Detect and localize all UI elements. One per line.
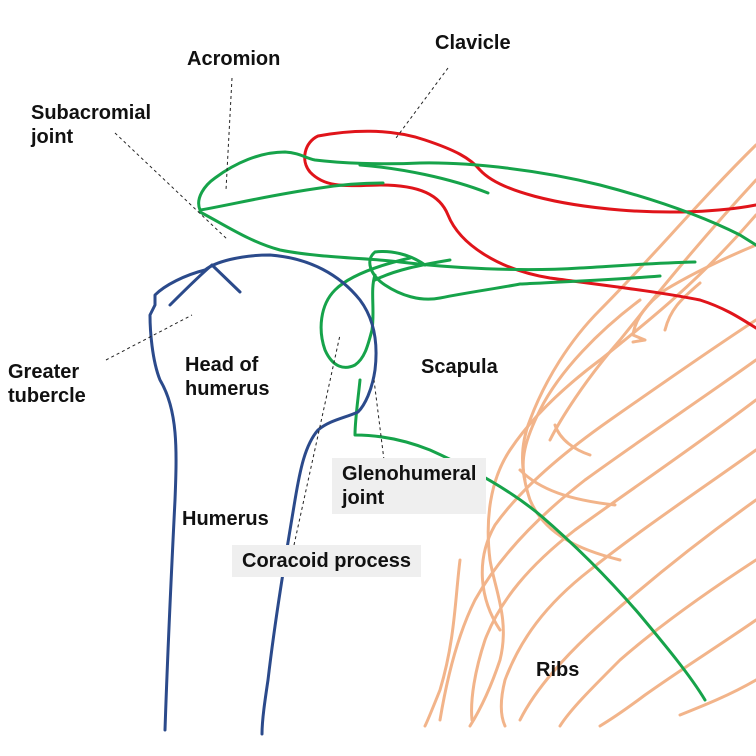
leader-subacromial xyxy=(114,132,229,241)
humerus-medial-shaft xyxy=(148,268,207,732)
rib-14 xyxy=(521,298,642,482)
humerus-group xyxy=(148,253,378,736)
label-head-line2: humerus xyxy=(185,378,270,400)
rib-15 xyxy=(553,423,592,457)
rib-11 xyxy=(558,558,756,728)
leader-lines xyxy=(105,67,449,546)
leader-clavicle xyxy=(395,67,449,139)
ribs-group xyxy=(423,143,756,728)
rib-13 xyxy=(678,678,756,717)
label-head-of-humerus: Head of humerus xyxy=(185,353,269,401)
scapula-body-line xyxy=(373,258,452,282)
label-glenohumeral-joint: Glenohumeral joint xyxy=(332,458,487,514)
label-scapula: Scapula xyxy=(421,356,498,378)
rib-1 xyxy=(521,143,756,562)
label-glenohumeral-line2: joint xyxy=(342,487,385,509)
acromion-lower xyxy=(198,181,385,212)
label-humerus: Humerus xyxy=(182,508,269,530)
rib-6 xyxy=(480,318,756,632)
rib-5 xyxy=(663,281,702,332)
greater-tubercle-outline xyxy=(168,263,242,307)
label-greater-tubercle-line1: Greater xyxy=(8,361,80,383)
label-clavicle: Clavicle xyxy=(435,32,511,54)
rib-10 xyxy=(518,498,756,722)
label-greater-tubercle-line2: tubercle xyxy=(8,385,86,407)
label-glenohumeral-line1: Glenohumeral xyxy=(342,463,477,485)
leader-greater-tubercle xyxy=(105,314,193,361)
rib-2 xyxy=(548,178,756,442)
rib-3 xyxy=(468,213,756,728)
rib-7 xyxy=(438,358,756,722)
label-subacromial-joint: Subacromial joint xyxy=(31,101,151,149)
label-acromion: Acromion xyxy=(187,48,281,70)
label-ribs: Ribs xyxy=(536,659,580,681)
leader-acromion xyxy=(225,77,233,191)
scapula-lateral-border xyxy=(353,378,707,702)
scapular-spine xyxy=(198,210,697,272)
rib-9 xyxy=(499,448,756,728)
leader-glenohumeral xyxy=(373,379,385,461)
clavicle-outline xyxy=(303,129,756,330)
rib-12 xyxy=(598,618,756,728)
humerus-head-outline xyxy=(203,253,378,736)
label-coracoid-process: Coracoid process xyxy=(232,545,421,577)
rib-17 xyxy=(423,558,462,728)
rib-4 xyxy=(631,243,756,344)
rib-8 xyxy=(470,398,756,722)
rib-16 xyxy=(518,468,617,507)
scapula-group xyxy=(197,150,756,702)
label-subacromial-line2: joint xyxy=(31,126,74,148)
label-subacromial-line1: Subacromial xyxy=(31,102,152,124)
label-greater-tubercle: Greater tubercle xyxy=(8,360,86,408)
label-head-line1: Head of xyxy=(185,354,259,376)
clavicle-group xyxy=(303,129,756,330)
acromion-inner xyxy=(358,163,490,195)
